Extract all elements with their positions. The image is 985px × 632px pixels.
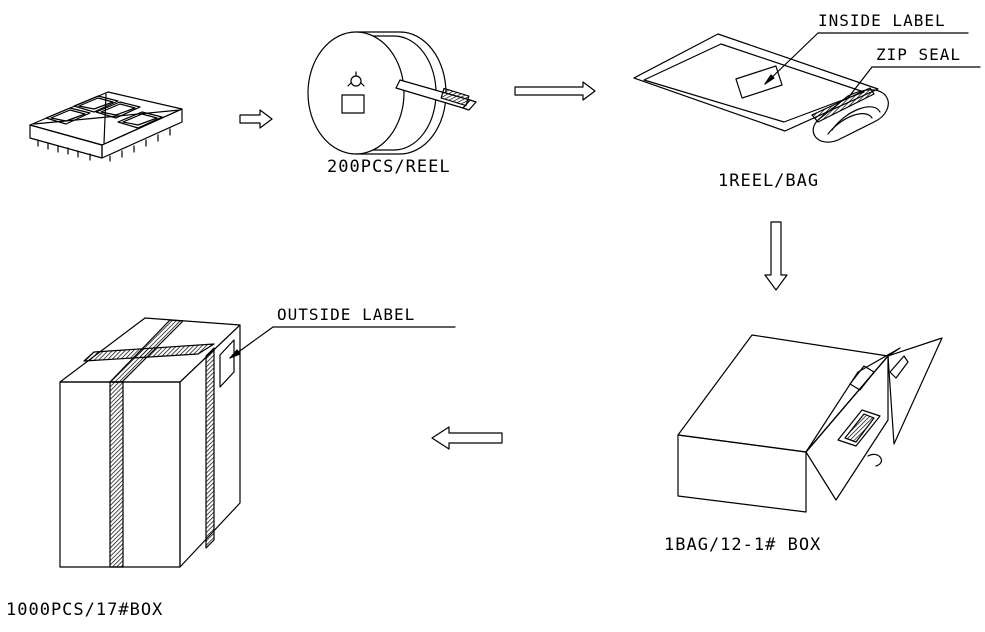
arrow-left-1 <box>431 426 503 450</box>
outside-label-callout: OUTSIDE LABEL <box>277 305 416 324</box>
arrow-right-1 <box>239 109 273 129</box>
outside-label-leader <box>229 326 456 359</box>
arrow-down-1 <box>764 221 788 291</box>
component-illustration <box>29 91 183 162</box>
zip-seal-callout: ZIP SEAL <box>876 45 962 64</box>
inside-label-leader <box>764 32 969 85</box>
zip-seal-leader <box>847 66 981 99</box>
arrow-right-2 <box>514 81 596 101</box>
bag-caption: 1REEL/BAG <box>718 171 820 191</box>
inner-box-caption: 1BAG/12-1# BOX <box>664 535 822 555</box>
reel-illustration <box>307 31 477 155</box>
reel-caption: 200PCS/REEL <box>327 157 451 177</box>
inner-box-illustration <box>677 334 943 513</box>
outer-box-illustration <box>59 317 241 568</box>
outer-box-caption: 1000PCS/17#BOX <box>6 600 164 620</box>
bag-illustration <box>633 33 889 143</box>
inside-label-callout: INSIDE LABEL <box>818 11 946 30</box>
